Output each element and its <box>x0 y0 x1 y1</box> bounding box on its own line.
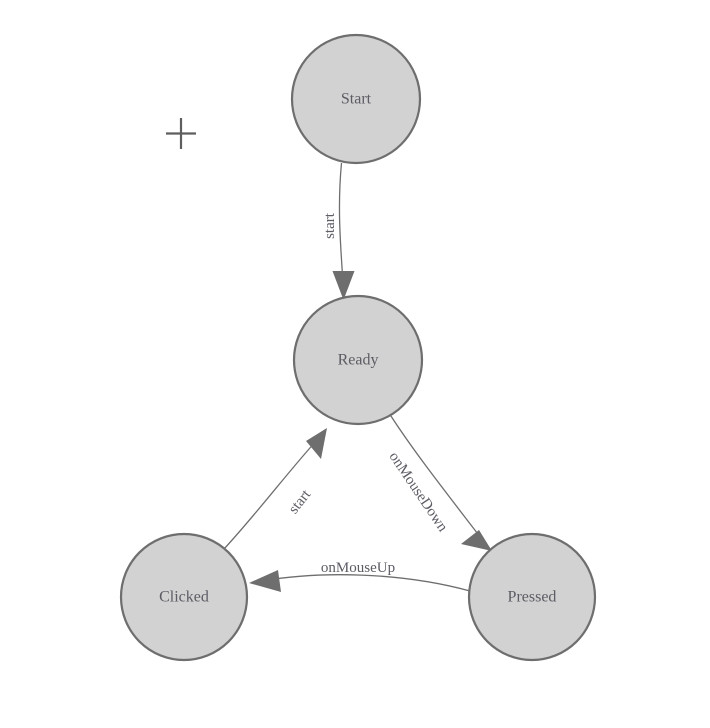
edge-pressed-to-clicked[interactable]: onMouseUp <box>249 560 471 592</box>
edge-pressed-to-clicked-path <box>261 574 471 592</box>
edge-clicked-to-ready[interactable]: start <box>223 428 327 550</box>
node-start-circle <box>290 33 422 165</box>
node-pressed-circle <box>467 532 597 662</box>
crosshair-icon <box>166 118 196 149</box>
node-pressed-label: Pressed <box>508 589 557 606</box>
edge-ready-to-pressed-path <box>388 412 482 539</box>
edge-label-start-to-ready: start <box>322 212 338 239</box>
edge-ready-to-pressed[interactable]: onMouseDown <box>386 412 492 551</box>
node-ready-circle <box>292 294 424 426</box>
node-ready[interactable]: Ready <box>292 294 424 426</box>
node-clicked-label: Clicked <box>159 589 209 606</box>
node-clicked[interactable]: Clicked <box>119 532 249 662</box>
node-start-label: Start <box>341 91 372 108</box>
node-start[interactable]: Start <box>290 33 422 165</box>
node-ready-label: Ready <box>338 352 379 369</box>
edge-pressed-to-clicked-arrowhead <box>249 570 281 592</box>
edge-clicked-to-ready-arrowhead <box>306 428 327 459</box>
edge-label-ready-to-pressed: onMouseDown <box>386 449 451 535</box>
node-pressed[interactable]: Pressed <box>467 532 597 662</box>
edge-label-pressed-to-clicked: onMouseUp <box>321 560 395 576</box>
edge-start-to-ready[interactable]: start <box>322 162 355 300</box>
edge-start-to-ready-path <box>338 162 345 291</box>
node-clicked-circle <box>119 532 249 662</box>
edge-clicked-to-ready-path <box>223 439 318 550</box>
edge-label-clicked-to-ready: start <box>286 486 315 517</box>
edge-ready-to-pressed-arrowhead <box>461 530 492 551</box>
edge-start-to-ready-arrowhead <box>332 271 355 300</box>
